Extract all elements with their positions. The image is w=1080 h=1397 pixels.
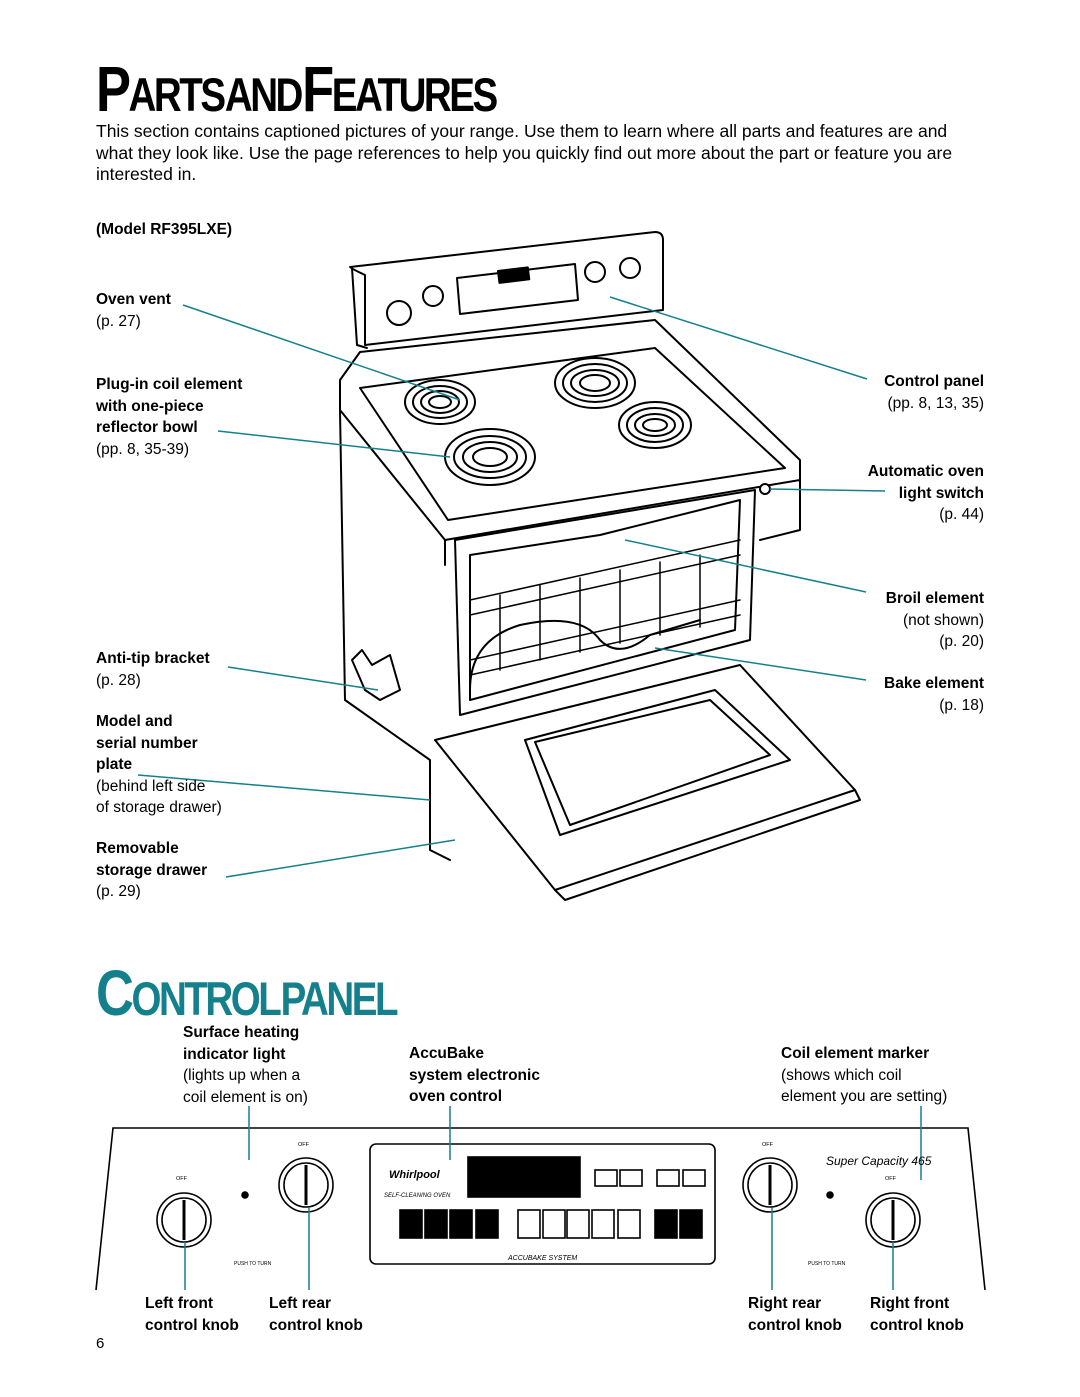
light-switch-line: light switch bbox=[898, 484, 984, 502]
brand-logo: Whirlpool bbox=[389, 1169, 441, 1181]
knob-off-label: OFF bbox=[298, 1142, 310, 1148]
knob-off-label: OFF bbox=[176, 1176, 188, 1182]
light-switch-line: Automatic oven bbox=[867, 463, 984, 480]
capacity-text: Super Capacity 465 bbox=[826, 1154, 932, 1168]
surface-light-note: coil element is on) bbox=[183, 1088, 308, 1106]
model-number: (Model RF395LXE) bbox=[96, 221, 233, 238]
storage-drawer-ref: (p. 29) bbox=[96, 883, 141, 900]
page-number: 6 bbox=[96, 1335, 105, 1352]
accubake-line: oven control bbox=[409, 1088, 503, 1105]
right-front-line: Right front bbox=[870, 1295, 950, 1312]
serial-plate-line: Model and bbox=[96, 713, 173, 730]
accubake-system-text: ACCUBAKE SYSTEM bbox=[507, 1255, 577, 1262]
plugin-coil-line: Plug-in coil element bbox=[96, 376, 243, 393]
oven-vent-name: Oven vent bbox=[96, 291, 171, 308]
serial-plate-line: plate bbox=[96, 756, 133, 773]
left-front-line: control knob bbox=[145, 1316, 239, 1334]
serial-plate-line: serial number bbox=[96, 734, 198, 752]
label-broil-element: Broil element (not shown) (p. 20) bbox=[886, 588, 984, 653]
label-left-front-knob: Left front control knob bbox=[145, 1293, 239, 1336]
knob-off-label: OFF bbox=[885, 1176, 897, 1182]
coil-marker-note: (shows which coil bbox=[781, 1066, 902, 1084]
anti-tip-ref: (p. 28) bbox=[96, 671, 141, 689]
oven-type-text: SELF-CLEANING OVEN bbox=[384, 1193, 451, 1199]
surface-light-line: indicator light bbox=[183, 1045, 286, 1063]
storage-drawer-line: storage drawer bbox=[96, 861, 208, 879]
label-serial-plate: Model and serial number plate (behind le… bbox=[96, 711, 222, 819]
push-to-turn-label: PUSH TO TURN bbox=[808, 1261, 846, 1267]
label-model: (Model RF395LXE) bbox=[96, 219, 232, 241]
label-accubake: AccuBake system electronic oven control bbox=[409, 1043, 540, 1108]
right-rear-line: Right rear bbox=[748, 1295, 822, 1312]
label-light-switch: Automatic oven light switch (p. 44) bbox=[868, 461, 984, 526]
label-surface-light: Surface heating indicator light (lights … bbox=[183, 1022, 308, 1108]
plugin-coil-line: with one-piece bbox=[96, 397, 204, 415]
serial-plate-note: of storage drawer) bbox=[96, 799, 222, 816]
coil-marker-note: element you are setting) bbox=[781, 1088, 948, 1105]
light-switch-ref: (p. 44) bbox=[939, 506, 984, 523]
surface-light-note: (lights up when a bbox=[183, 1067, 301, 1084]
knob-off-label: OFF bbox=[762, 1142, 774, 1148]
broil-element-ref: (p. 20) bbox=[939, 633, 984, 650]
surface-light-line: Surface heating bbox=[183, 1024, 300, 1041]
control-panel-name: Control panel bbox=[884, 373, 984, 390]
right-rear-line: control knob bbox=[748, 1316, 842, 1334]
broil-element-name: Broil element bbox=[885, 590, 984, 607]
accubake-line: AccuBake bbox=[409, 1045, 484, 1062]
label-right-front-knob: Right front control knob bbox=[870, 1293, 964, 1336]
label-left-rear-knob: Left rear control knob bbox=[269, 1293, 363, 1336]
coil-marker-name: Coil element marker bbox=[781, 1045, 930, 1062]
label-oven-vent: Oven vent (p. 27) bbox=[96, 289, 171, 332]
control-panel-ref: (pp. 8, 13, 35) bbox=[887, 394, 984, 412]
bake-element-ref: (p. 18) bbox=[939, 696, 984, 714]
anti-tip-name: Anti-tip bracket bbox=[96, 650, 210, 667]
plugin-coil-ref: (pp. 8, 35-39) bbox=[96, 440, 190, 458]
label-right-rear-knob: Right rear control knob bbox=[748, 1293, 842, 1336]
label-control-panel: Control panel (pp. 8, 13, 35) bbox=[884, 371, 984, 414]
plugin-coil-line: reflector bowl bbox=[96, 419, 198, 436]
label-bake-element: Bake element (p. 18) bbox=[884, 673, 984, 716]
label-plugin-coil: Plug-in coil element with one-piece refl… bbox=[96, 374, 242, 460]
accubake-line: system electronic bbox=[409, 1066, 540, 1084]
broil-element-note: (not shown) bbox=[903, 611, 984, 629]
right-front-line: control knob bbox=[870, 1316, 964, 1334]
intro-paragraph: This section contains captioned pictures… bbox=[96, 121, 953, 184]
left-rear-line: control knob bbox=[269, 1316, 363, 1334]
push-to-turn-label: PUSH TO TURN bbox=[234, 1261, 272, 1267]
label-coil-marker: Coil element marker (shows which coil el… bbox=[781, 1043, 947, 1108]
storage-drawer-line: Removable bbox=[96, 840, 179, 857]
serial-plate-note: (behind left side bbox=[96, 777, 206, 795]
label-storage-drawer: Removable storage drawer (p. 29) bbox=[96, 838, 207, 903]
bake-element-name: Bake element bbox=[884, 675, 984, 692]
label-anti-tip: Anti-tip bracket (p. 28) bbox=[96, 648, 210, 691]
page-title-parts-and-features: PARTS AND FEATURES bbox=[96, 53, 498, 125]
page-title-control-panel: CONTROL PANEL bbox=[96, 957, 398, 1029]
left-rear-line: Left rear bbox=[269, 1295, 332, 1312]
left-front-line: Left front bbox=[145, 1295, 214, 1312]
oven-vent-ref: (p. 27) bbox=[96, 312, 141, 330]
